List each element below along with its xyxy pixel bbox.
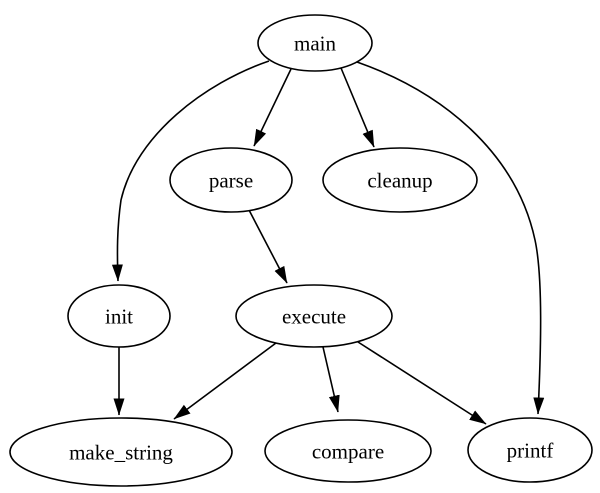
- edge-main-cleanup: [340, 67, 375, 148]
- node-execute: execute: [235, 284, 393, 348]
- node-ellipse-printf: [467, 417, 593, 483]
- node-label-parse: parse: [209, 169, 253, 193]
- node-ellipse-execute: [235, 284, 393, 348]
- node-ellipse-main: [257, 14, 373, 72]
- node-label-init: init: [105, 305, 133, 329]
- edge-main-printf: [356, 61, 545, 415]
- edge-execute-make_string: [173, 342, 277, 420]
- node-make_string: make_string: [9, 417, 233, 487]
- node-ellipse-make_string: [9, 417, 233, 487]
- edge-execute-printf: [357, 341, 487, 425]
- node-cleanup: cleanup: [322, 147, 478, 213]
- node-label-compare: compare: [312, 440, 384, 464]
- node-ellipse-init: [67, 284, 171, 348]
- edge-execute-compare: [322, 346, 340, 413]
- node-printf: printf: [467, 417, 593, 483]
- node-ellipse-parse: [169, 147, 293, 213]
- node-ellipse-cleanup: [322, 147, 478, 213]
- node-label-printf: printf: [507, 439, 554, 463]
- node-label-main: main: [294, 32, 336, 56]
- node-parse: parse: [169, 147, 293, 213]
- node-main: main: [257, 14, 373, 72]
- node-label-cleanup: cleanup: [367, 169, 432, 193]
- edge-parse-execute: [248, 209, 288, 284]
- node-label-execute: execute: [282, 305, 346, 329]
- node-ellipse-compare: [264, 419, 432, 483]
- edge-main-parse: [253, 68, 292, 147]
- edge-main-init: [111, 60, 270, 282]
- node-init: init: [67, 284, 171, 348]
- node-label-make_string: make_string: [69, 441, 173, 465]
- node-compare: compare: [264, 419, 432, 483]
